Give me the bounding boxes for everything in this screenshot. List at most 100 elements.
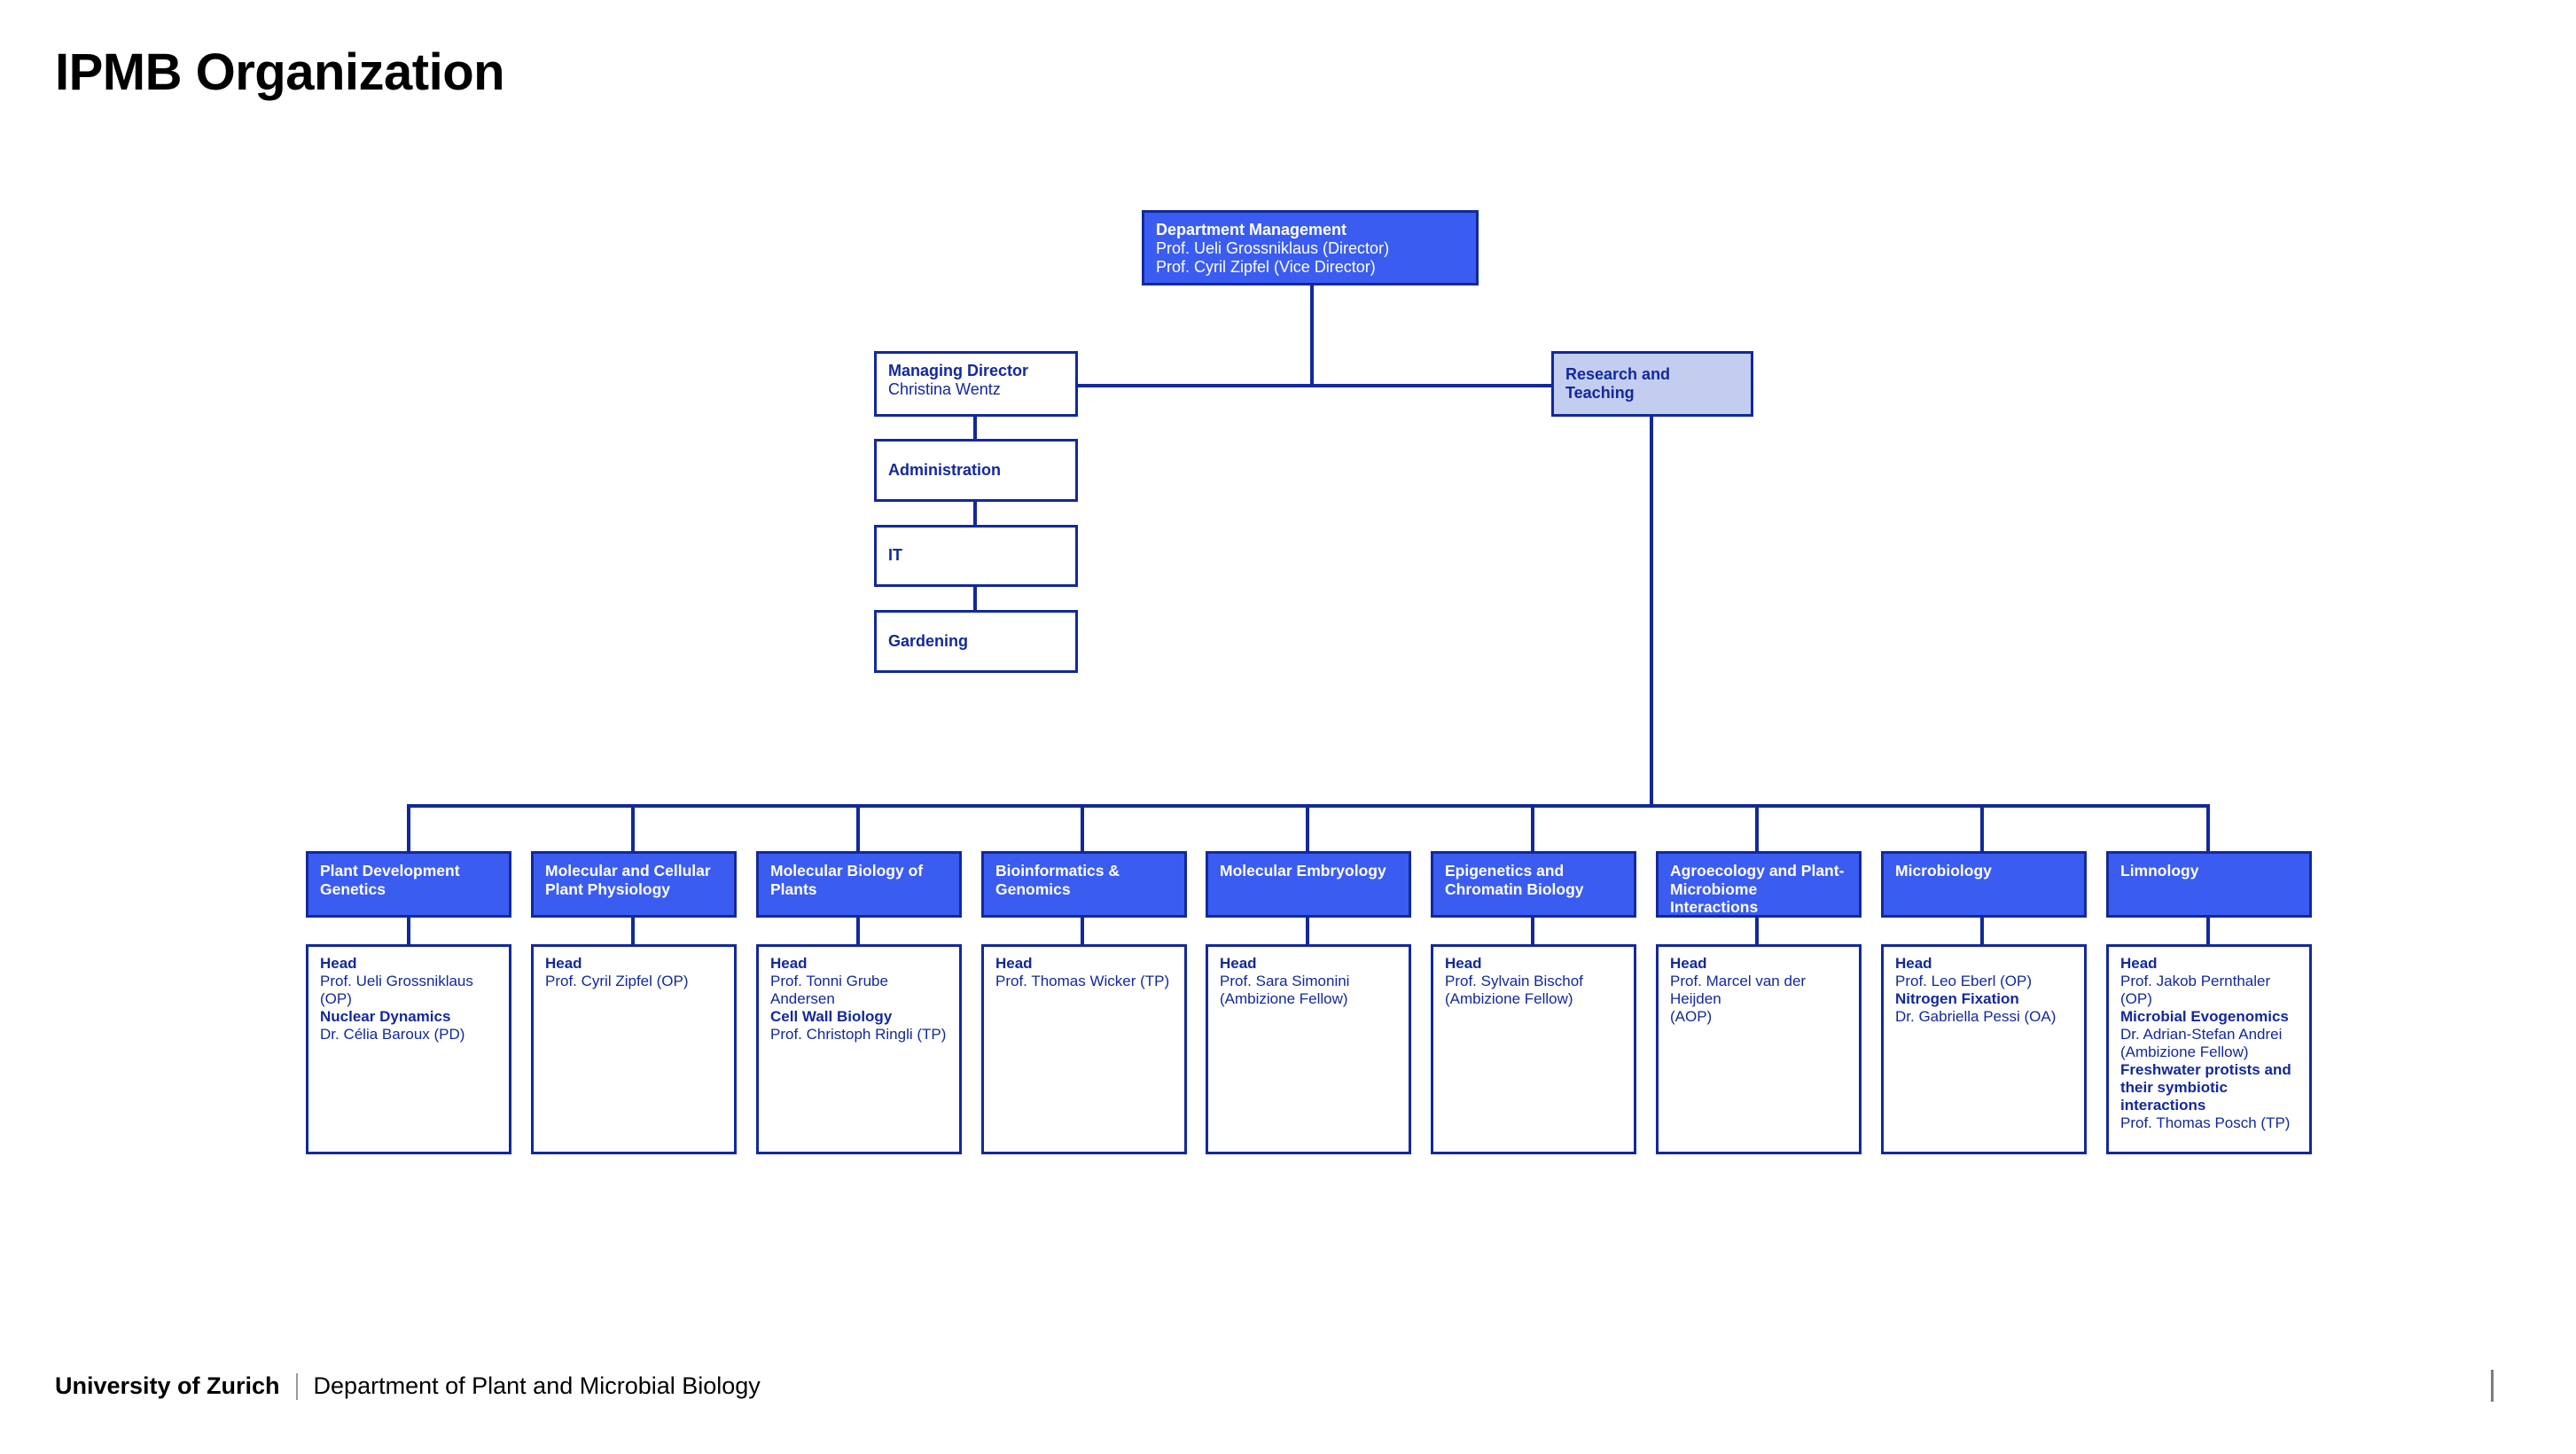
node-gardening[interactable]: Gardening [874,610,1078,673]
connector-header-body-7 [1755,918,1759,944]
group-person: Prof. Sara Simonini [1220,973,1350,990]
group-role: Nuclear Dynamics [320,1008,451,1026]
group-body-2[interactable]: Head Prof. Cyril Zipfel (OP) [531,944,737,1154]
connector-bus-to-group-5 [1306,804,1309,851]
managing-director-line-1: Christina Wentz [888,380,1001,399]
group-role: Head [2120,955,2158,972]
group-header-3[interactable]: Molecular Biology of Plants [756,851,962,918]
connector-dm-to-bus [1310,285,1314,387]
group-bus-right [1650,804,2210,808]
group-role: Freshwater protists and their symbiotic … [2120,1061,2291,1114]
group-body-5[interactable]: Head Prof. Sara Simonini (Ambizione Fell… [1206,944,1411,1154]
node-administration[interactable]: Administration [874,439,1078,502]
group-header-label: Bioinformatics & Genomics [995,862,1120,898]
group-person: (Ambizione Fellow) [2120,1044,2249,1061]
connector-header-body-9 [2206,918,2210,944]
group-person: Prof. Sylvain Bischof [1445,973,1583,990]
group-person: (Ambizione Fellow) [1445,990,1573,1008]
group-person: Prof. Thomas Posch (TP) [2120,1114,2291,1132]
group-header-2[interactable]: Molecular and Cellular Plant Physiology [531,851,737,918]
page-title: IPMB Organization [55,43,505,101]
department-management-line-1: Prof. Ueli Grossniklaus (Director) [1156,239,1390,258]
group-body-9[interactable]: Head Prof. Jakob Pernthaler (OP) Microbi… [2106,944,2312,1154]
group-role: Head [545,955,582,972]
group-role: Nitrogen Fixation [1895,990,2019,1008]
administration-heading: Administration [888,460,1002,479]
connector-header-body-5 [1306,918,1309,944]
connector-header-body-1 [407,918,410,944]
group-header-label: Agroecology and Plant-Microbiome Interac… [1670,862,1845,917]
node-department-management[interactable]: Department Management Prof. Ueli Grossni… [1142,210,1479,285]
group-role: Head [1220,955,1257,972]
group-person: (AOP) [1670,1008,1713,1026]
connector-header-body-6 [1531,918,1534,944]
group-person: (Ambizione Fellow) [1220,990,1348,1008]
group-header-label: Epigenetics and Chromatin Biology [1445,862,1584,898]
connector-bus-to-group-3 [856,804,860,851]
group-body-8[interactable]: Head Prof. Leo Eberl (OP) Nitrogen Fixat… [1881,944,2087,1154]
connector-md-to-rt [1078,384,1551,387]
group-header-9[interactable]: Limnology [2106,851,2312,918]
connector-bus-to-group-8 [1980,804,1984,851]
node-research-and-teaching[interactable]: Research and Teaching [1551,351,1753,417]
group-bus [407,804,1323,808]
group-role: Cell Wall Biology [770,1008,893,1026]
connector-bus-to-group-7 [1755,804,1759,851]
footer-university: University of Zurich [55,1372,280,1399]
connector-bus-to-group-9 [2206,804,2210,851]
node-it[interactable]: IT [874,525,1078,587]
group-body-1[interactable]: Head Prof. Ueli Grossniklaus (OP) Nuclea… [306,944,511,1154]
gardening-heading: Gardening [888,631,969,650]
managing-director-heading: Managing Director [888,362,1029,379]
connector-header-body-3 [856,918,860,944]
connector-header-body-2 [631,918,635,944]
group-person: Prof. Ueli Grossniklaus (OP) [320,973,473,1008]
group-role: Head [1445,955,1482,972]
group-body-6[interactable]: Head Prof. Sylvain Bischof (Ambizione Fe… [1431,944,1636,1154]
connector-bus-to-group-4 [1081,804,1084,851]
footer-right-tick [2491,1370,2494,1402]
it-heading: IT [888,546,902,565]
connector-header-body-4 [1081,918,1084,944]
group-role: Head [995,955,1033,972]
connector-it-to-gardening [973,587,977,610]
group-header-4[interactable]: Bioinformatics & Genomics [981,851,1187,918]
group-header-1[interactable]: Plant Development Genetics [306,851,511,918]
connector-admin-to-it [973,502,977,525]
group-person: Dr. Gabriella Pessi (OA) [1895,1008,2057,1026]
connector-md-to-admin [973,417,977,439]
group-header-label: Microbiology [1895,862,1992,879]
group-role: Head [770,955,808,972]
group-body-7[interactable]: Head Prof. Marcel van der Heijden (AOP) [1656,944,1862,1154]
department-management-heading: Department Management [1156,221,1347,238]
group-person: Prof. Tonni Grube Andersen [770,973,888,1008]
group-person: Prof. Christoph Ringli (TP) [770,1026,947,1044]
group-header-label: Molecular and Cellular Plant Physiology [545,862,711,898]
group-person: Prof. Thomas Wicker (TP) [995,973,1170,990]
group-role: Head [1670,955,1707,972]
group-role: Head [1895,955,1932,972]
group-header-8[interactable]: Microbiology [1881,851,2087,918]
group-person: Prof. Marcel van der Heijden [1670,973,1807,1008]
group-person: Prof. Jakob Pernthaler (OP) [2120,973,2271,1008]
group-header-5[interactable]: Molecular Embryology [1206,851,1411,918]
group-body-4[interactable]: Head Prof. Thomas Wicker (TP) [981,944,1187,1154]
group-header-label: Plant Development Genetics [320,862,460,898]
group-person: Dr. Adrian-Stefan Andrei [2120,1026,2283,1044]
group-header-label: Molecular Biology of Plants [770,862,924,898]
node-managing-director[interactable]: Managing Director Christina Wentz [874,351,1078,417]
connector-bus-to-group-1 [407,804,410,851]
group-body-3[interactable]: Head Prof. Tonni Grube Andersen Cell Wal… [756,944,962,1154]
group-person: Dr. Célia Baroux (PD) [320,1026,465,1044]
connector-header-body-8 [1980,918,1984,944]
group-header-6[interactable]: Epigenetics and Chromatin Biology [1431,851,1636,918]
research-and-teaching-heading: Research and Teaching [1565,364,1671,402]
group-role: Head [320,955,357,972]
footer: University of Zurich Department of Plant… [55,1372,761,1400]
group-person: Prof. Cyril Zipfel (OP) [545,973,689,990]
footer-department: Department of Plant and Microbial Biolog… [313,1372,761,1399]
group-header-label: Molecular Embryology [1220,862,1386,879]
group-person: Prof. Leo Eberl (OP) [1895,973,2033,990]
group-header-7[interactable]: Agroecology and Plant-Microbiome Interac… [1656,851,1862,918]
